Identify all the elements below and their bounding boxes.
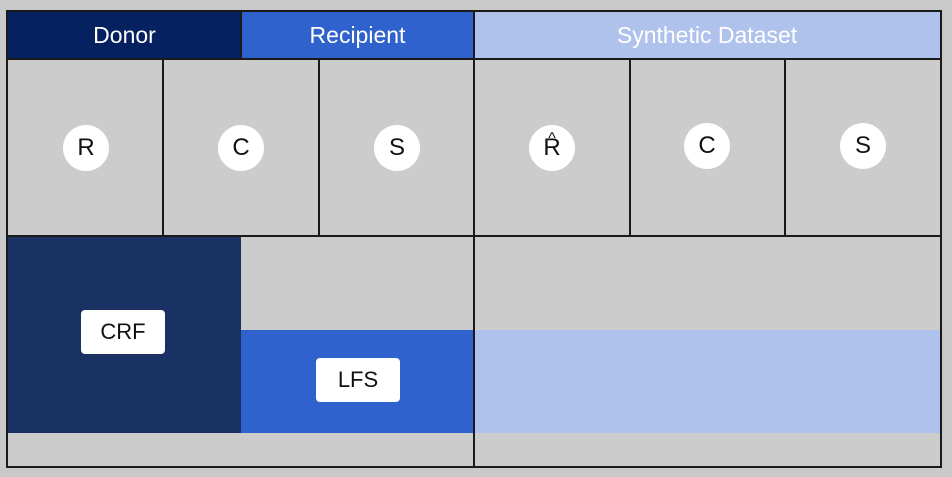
diagram-frame: Donor Recipient Synthetic Dataset R C S … (6, 10, 942, 468)
lfs-label: LFS (337, 367, 379, 392)
synthetic-r-label: R (543, 134, 561, 161)
donor-c-circle: C (218, 125, 264, 171)
col-divider-5 (784, 58, 786, 237)
col-divider-4 (629, 58, 631, 237)
crf-tag: CRF (81, 310, 165, 354)
col-divider-1 (162, 58, 164, 237)
lfs-tag: LFS (316, 358, 400, 402)
main-split (473, 12, 475, 466)
recipient-s-label: S (388, 134, 405, 161)
r-hat-accent: ^ (548, 130, 556, 147)
donor-c-label: C (232, 134, 250, 161)
header-donor-label: Donor (93, 22, 156, 48)
synthetic-r-hat-circle: ^ R (529, 125, 575, 171)
synthetic-c-circle: C (684, 123, 730, 169)
synthetic-block (474, 330, 940, 433)
header-recipient-label: Recipient (309, 22, 406, 48)
donor-r-label: R (77, 134, 95, 161)
synthetic-c-label: C (698, 132, 716, 159)
header-donor: Donor (8, 12, 241, 59)
col-divider-2 (318, 58, 320, 237)
donor-r-circle: R (63, 125, 109, 171)
synthetic-s-circle: S (840, 123, 886, 169)
header-split-donor-recipient (240, 12, 242, 59)
synthetic-s-label: S (854, 132, 871, 159)
header-synthetic-label: Synthetic Dataset (616, 22, 798, 48)
header-synthetic: Synthetic Dataset (474, 12, 940, 59)
crf-label: CRF (100, 319, 146, 344)
recipient-s-circle: S (374, 125, 420, 171)
header-recipient: Recipient (241, 12, 474, 59)
